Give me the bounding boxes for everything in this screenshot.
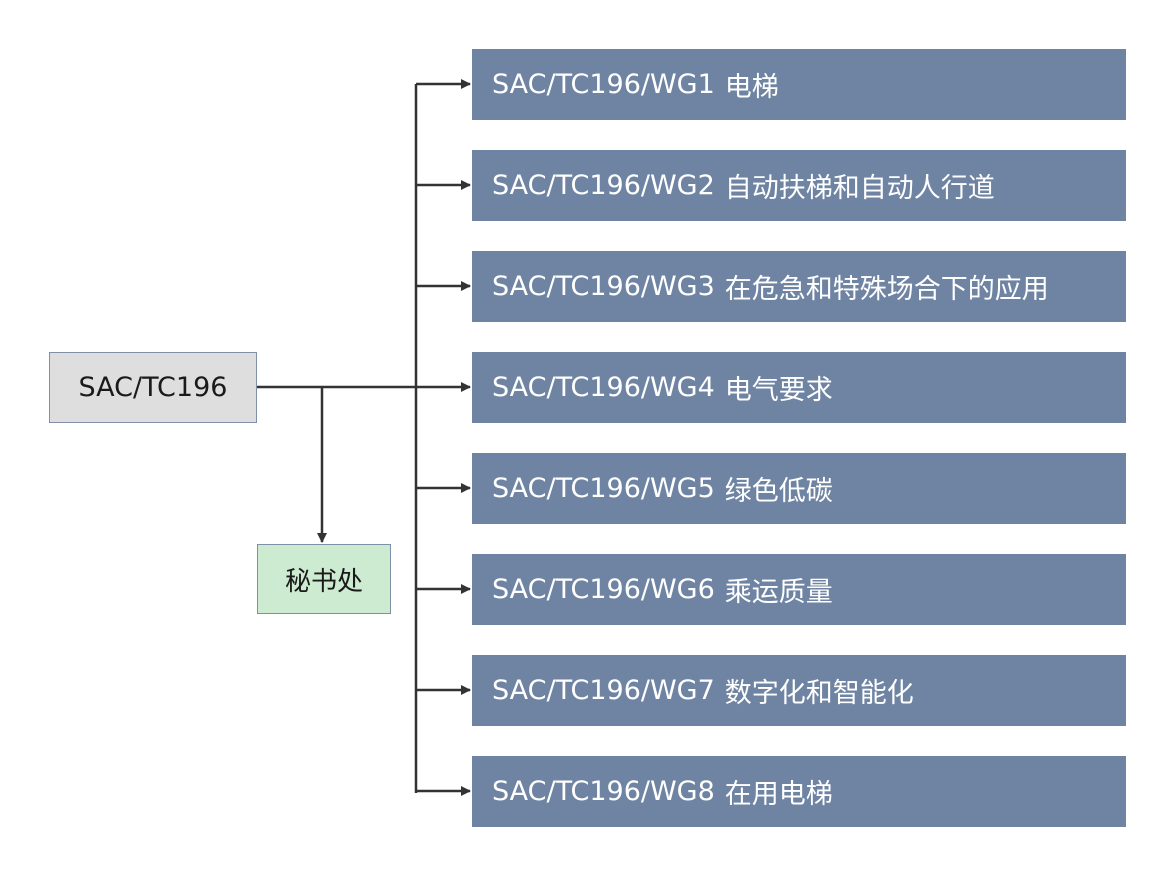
wg-code: SAC/TC196/WG1 — [492, 69, 715, 100]
wg-code: SAC/TC196/WG8 — [492, 776, 715, 807]
wg-node-2: SAC/TC196/WG2 自动扶梯和自动人行道 — [472, 150, 1126, 221]
wg-code: SAC/TC196/WG7 — [492, 675, 715, 706]
secretariat-node: 秘书处 — [257, 544, 391, 614]
wg-node-1: SAC/TC196/WG1 电梯 — [472, 49, 1126, 120]
wg-code: SAC/TC196/WG4 — [492, 372, 715, 403]
wg-node-3: SAC/TC196/WG3 在危急和特殊场合下的应用 — [472, 251, 1126, 322]
wg-name: 乘运质量 — [724, 577, 833, 608]
wg-node-4: SAC/TC196/WG4 电气要求 — [472, 352, 1126, 423]
wg-code: SAC/TC196/WG5 — [492, 473, 715, 504]
wg-code: SAC/TC196/WG3 — [492, 271, 715, 302]
wg-node-5: SAC/TC196/WG5 绿色低碳 — [472, 453, 1126, 524]
wg-name: 电气要求 — [724, 375, 833, 406]
wg-name: 绿色低碳 — [724, 476, 833, 507]
wg-node-6: SAC/TC196/WG6 乘运质量 — [472, 554, 1126, 625]
wg-name: 在危急和特殊场合下的应用 — [724, 274, 1049, 305]
wg-name: 电梯 — [724, 72, 779, 103]
wg-name: 自动扶梯和自动人行道 — [724, 173, 995, 204]
root-label: SAC/TC196 — [78, 372, 228, 403]
secretariat-label: 秘书处 — [284, 566, 363, 597]
wg-code: SAC/TC196/WG2 — [492, 170, 715, 201]
wg-node-7: SAC/TC196/WG7 数字化和智能化 — [472, 655, 1126, 726]
root-node: SAC/TC196 — [49, 352, 257, 423]
wg-name: 数字化和智能化 — [724, 678, 914, 709]
wg-node-8: SAC/TC196/WG8 在用电梯 — [472, 756, 1126, 827]
wg-code: SAC/TC196/WG6 — [492, 574, 715, 605]
wg-name: 在用电梯 — [724, 779, 833, 810]
